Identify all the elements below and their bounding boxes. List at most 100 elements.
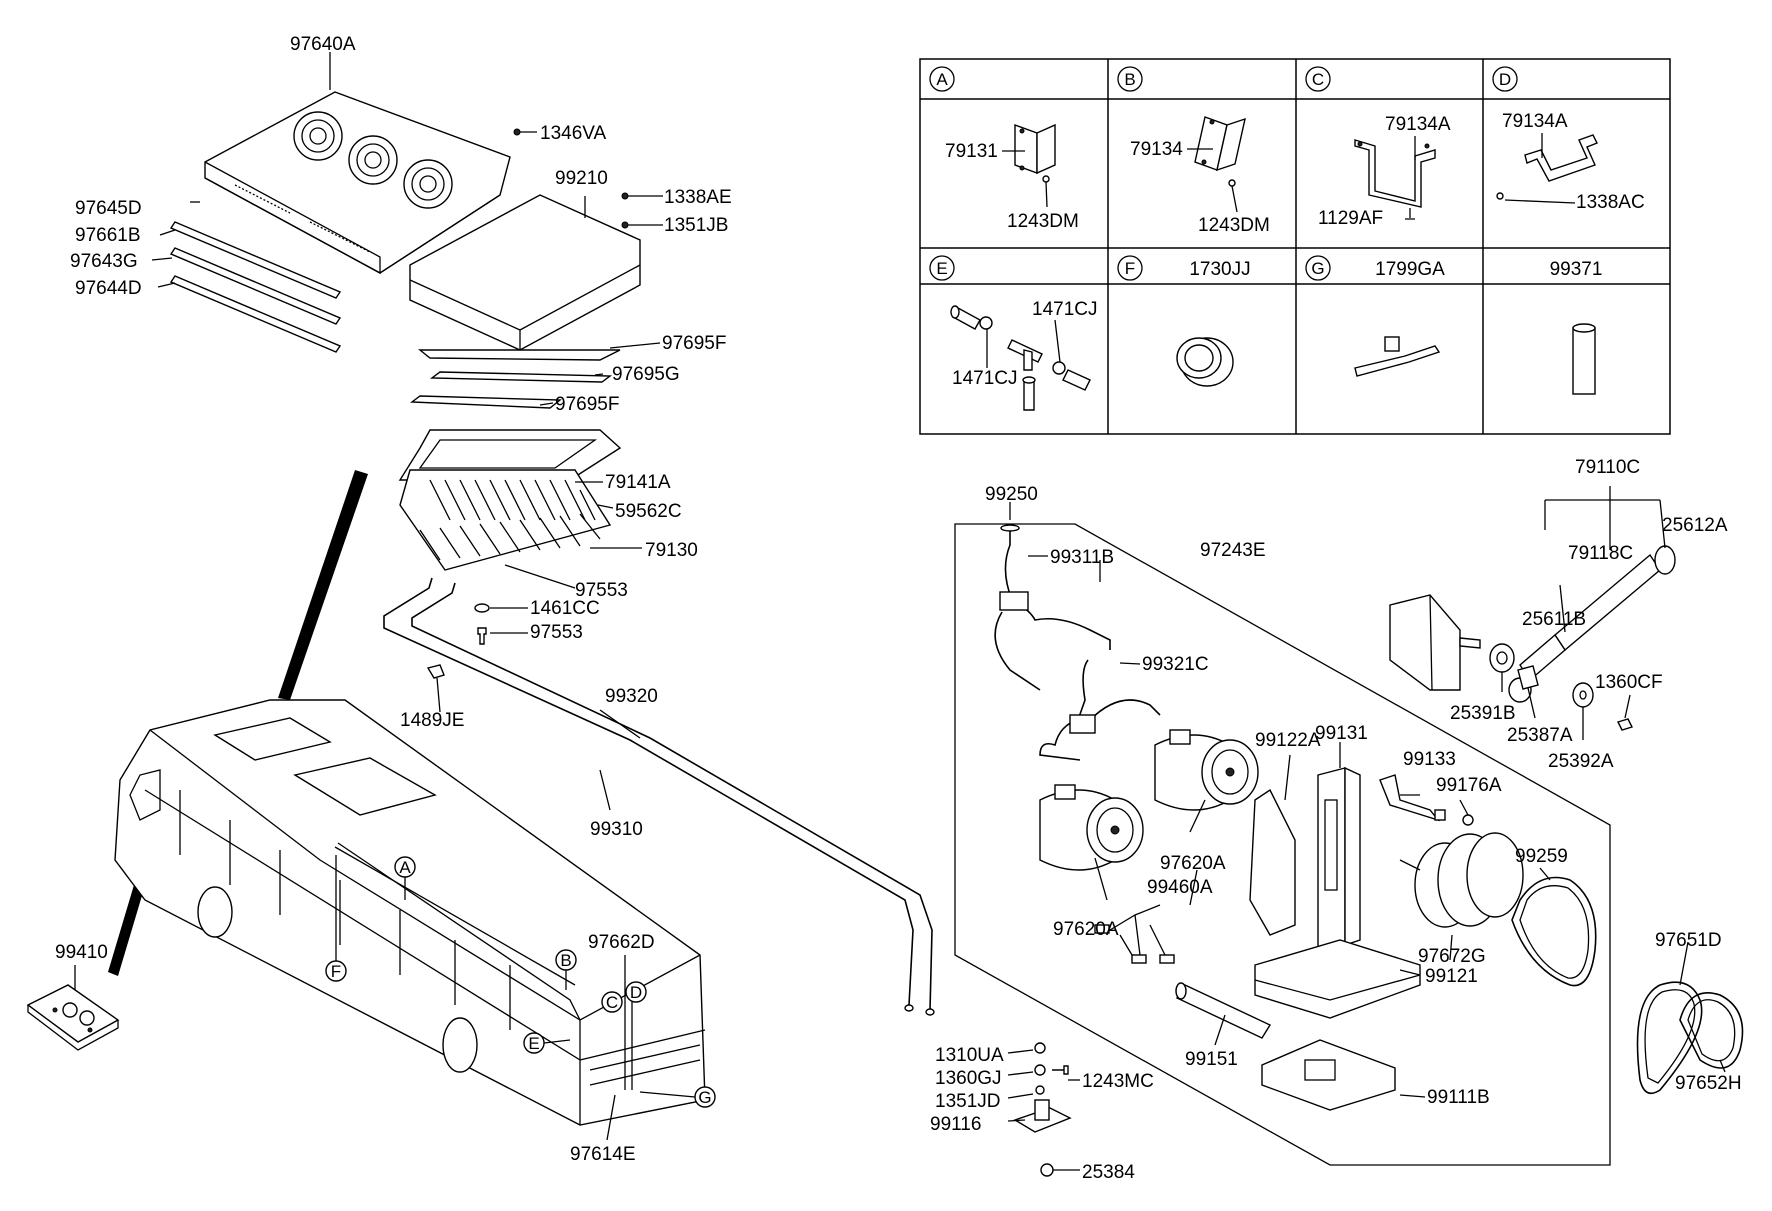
callout-letter: A: [399, 858, 411, 877]
table-header-part: 1799GA: [1375, 259, 1445, 280]
table-letter: B: [1124, 70, 1135, 89]
table-header-d: D: [1492, 66, 1518, 92]
label-99133: 99133: [1403, 749, 1456, 770]
table-letter: F: [1125, 259, 1135, 278]
callout-letter: B: [560, 951, 571, 970]
mount-99121: [1254, 939, 1421, 1019]
callout-b: B: [555, 949, 577, 990]
table-letter: D: [1499, 70, 1511, 89]
label-1461CC: 1461CC: [530, 598, 600, 619]
bracket-79134A-c: [1354, 139, 1436, 208]
bracket-79134A-d: [1496, 134, 1598, 200]
callout-a: A: [394, 856, 416, 900]
reference-table: A B C D E F 1730JJ G 1799GA 9: [919, 58, 1671, 435]
table-header-part: 1730JJ: [1189, 259, 1250, 280]
bracket-79131: [1014, 123, 1056, 183]
label-1346VA: 1346VA: [540, 123, 607, 144]
label-97553-2: 97553: [530, 622, 583, 643]
harness-99460A: [1094, 904, 1175, 964]
label-25612A: 25612A: [1662, 515, 1728, 536]
nut-1360CF: [1617, 718, 1633, 731]
label-1129AF: 1129AF: [1318, 208, 1383, 229]
table-header-part: 99371: [1550, 259, 1603, 280]
compressor-leaders: [1007, 486, 1726, 1171]
label-79134A-c: 79134A: [1385, 114, 1451, 135]
compressor-boundary: [954, 523, 1611, 1166]
hose-fittings-e: [950, 305, 1091, 411]
label-79141A: 79141A: [605, 472, 671, 493]
bus-body: [114, 699, 706, 1126]
hardware-99116: [1013, 1042, 1072, 1177]
label-97651D: 97651D: [1655, 930, 1722, 951]
label-97652H: 97652H: [1675, 1073, 1742, 1094]
label-79131: 79131: [945, 141, 998, 162]
label-99460A: 99460A: [1147, 877, 1213, 898]
mount-99111B: [1261, 1039, 1396, 1111]
rod-99133: [1379, 774, 1474, 826]
label-97645D: 97645D: [75, 198, 142, 219]
callout-f: F: [325, 855, 347, 982]
bus-wiring: [334, 842, 633, 1090]
table-header-g: G 1799GA: [1305, 255, 1445, 281]
table-header-99371: 99371: [1550, 259, 1603, 280]
callout-letter: D: [630, 983, 642, 1002]
label-1471CJ-top: 1471CJ: [1032, 299, 1098, 320]
compressor-97620A-lower: [1039, 784, 1144, 871]
roof-ac-unit-assembly: [169, 91, 641, 571]
label-59562C: 59562C: [615, 501, 682, 522]
label-97695F-1: 97695F: [662, 333, 726, 354]
bracket-99122A: [1249, 788, 1296, 936]
label-1243MC: 1243MC: [1082, 1071, 1154, 1092]
callout-letter: E: [528, 1034, 539, 1053]
hose-99321C: [1039, 659, 1161, 761]
label-99250: 99250: [985, 484, 1038, 505]
label-99311B: 99311B: [1050, 547, 1114, 568]
label-25611B: 25611B: [1522, 609, 1586, 630]
label-99410: 99410: [55, 942, 108, 963]
label-1351JD: 1351JD: [935, 1091, 1001, 1112]
callout-g: G: [639, 1086, 716, 1108]
label-99131: 99131: [1315, 723, 1368, 744]
label-97644D: 97644D: [75, 278, 142, 299]
washer-25392A: [1572, 682, 1594, 708]
label-97243E: 97243E: [1200, 540, 1266, 561]
label-97695F-2: 97695F: [555, 394, 619, 415]
coil-fins: [419, 479, 601, 561]
label-99116: 99116: [930, 1114, 981, 1135]
bracket-79134: [1194, 116, 1246, 187]
label-97620A-2: 97620A: [1053, 919, 1119, 940]
label-99122A: 99122A: [1255, 730, 1321, 751]
refrigerant-pipes: [383, 577, 935, 1016]
label-99320: 99320: [605, 686, 658, 707]
table-header-b: B: [1117, 66, 1143, 92]
label-1489JE: 1489JE: [400, 710, 464, 731]
compressor-97620A-upper: [1154, 729, 1259, 811]
label-99259: 99259: [1515, 846, 1568, 867]
label-99111B: 99111B: [1427, 1087, 1490, 1108]
washer-bolt-1461CC: [474, 603, 528, 645]
label-97614E: 97614E: [570, 1144, 636, 1165]
label-1360CF: 1360CF: [1595, 672, 1663, 693]
label-99151: 99151: [1185, 1049, 1238, 1070]
label-79134A-d: 79134A: [1502, 111, 1568, 132]
label-99310: 99310: [590, 819, 643, 840]
grommet-1730JJ: [1176, 337, 1234, 387]
fan-grille: [293, 111, 453, 209]
roof-leaders: [151, 52, 663, 589]
label-1360GJ: 1360GJ: [935, 1068, 1002, 1089]
label-97643G: 97643G: [70, 251, 138, 272]
label-97640A: 97640A: [290, 34, 356, 55]
label-1338AE: 1338AE: [664, 187, 732, 208]
table-header-e: E: [929, 255, 955, 281]
label-1471CJ-bottom: 1471CJ: [952, 368, 1018, 389]
label-1310UA: 1310UA: [935, 1045, 1004, 1066]
label-1243DM-b: 1243DM: [1198, 215, 1270, 236]
label-97620A-1: 97620A: [1160, 853, 1226, 874]
table-letter: C: [1312, 70, 1324, 89]
label-25387A: 25387A: [1507, 725, 1573, 746]
label-1351JB: 1351JB: [664, 215, 728, 236]
table-letter: A: [936, 70, 948, 89]
clutch-97672G: [1399, 832, 1524, 928]
label-99121: 99121: [1425, 966, 1478, 987]
